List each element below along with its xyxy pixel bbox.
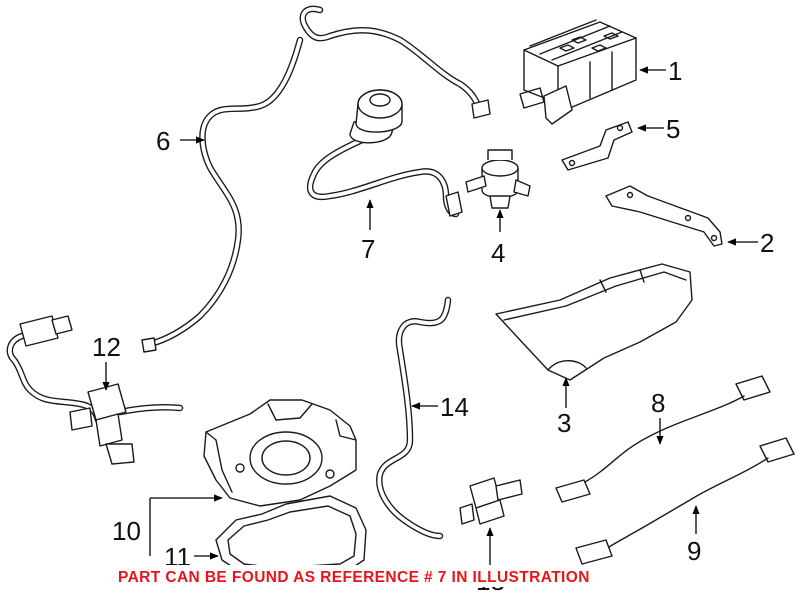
callout-2: 2 [727,228,774,258]
callout-8: 8 [651,388,665,445]
reference-note: PART CAN BE FOUND AS REFERENCE # 7 IN IL… [118,569,590,586]
callout-9: 9 [687,505,701,566]
callout-5: 5 [637,114,680,144]
callout-label-2: 2 [760,228,774,258]
callout-label-9: 9 [687,536,701,566]
callout-6: 6 [156,126,205,156]
callout-7: 7 [361,199,375,264]
part-14-pipe [376,296,452,540]
part-2-bracket [605,185,723,247]
part-7-vent-line [307,89,463,218]
part-5-bracket [561,121,633,171]
callout-3: 3 [557,377,571,438]
part-3-heat-shield [495,263,693,381]
part-13-valve [459,477,523,525]
callout-4: 4 [491,209,505,268]
callout-label-3: 3 [557,408,571,438]
part-1-charcoal-canister [519,19,637,125]
callout-label-6: 6 [156,126,170,156]
callout-label-10: 10 [112,516,141,546]
callout-label-7: 7 [361,234,375,264]
callout-14: 14 [411,392,469,422]
part-4-purge-valve [465,149,531,209]
note-background [114,565,688,587]
callout-label-5: 5 [666,114,680,144]
part-9-oxygen-sensor [575,437,795,565]
callout-10: 10 [112,494,223,556]
part-10-module [203,399,357,507]
part-6-hose [141,5,491,353]
callout-label-4: 4 [491,238,505,268]
part-8-oxygen-sensor [555,375,771,503]
callout-12: 12 [92,332,121,391]
callout-label-12: 12 [92,332,121,362]
callout-label-8: 8 [651,388,665,418]
part-11-gasket [215,495,367,577]
callout-label-14: 14 [440,392,469,422]
part-12-solenoid-assembly [6,315,184,465]
callout-1: 1 [639,56,682,86]
callout-label-1: 1 [668,56,682,86]
